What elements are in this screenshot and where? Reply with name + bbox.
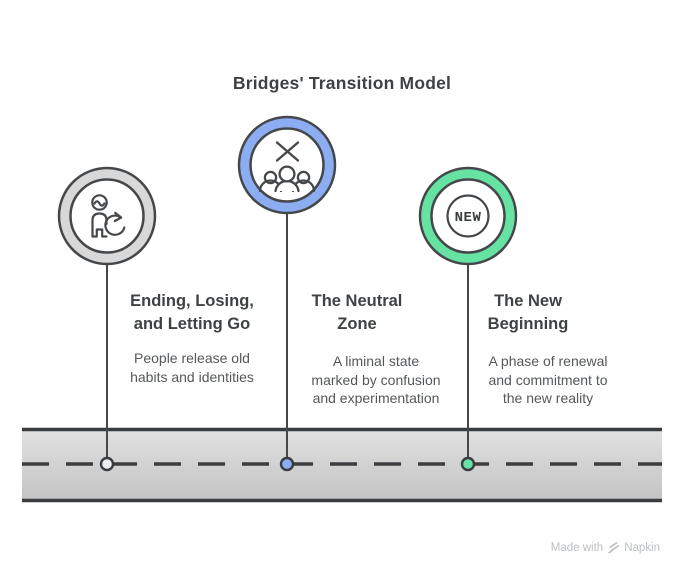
page-title: Bridges' Transition Model bbox=[232, 73, 452, 93]
stage-2-heading-line-1: The Neutral bbox=[311, 292, 403, 310]
stage-2-description: A liminal state marked by confusion and … bbox=[266, 352, 486, 408]
new-badge-label: NEW bbox=[455, 210, 482, 226]
stage-circle-neutral bbox=[237, 115, 337, 215]
confusion-group-icon bbox=[258, 141, 316, 193]
stage-3-description: A phase of renewal and commitment to the… bbox=[438, 352, 658, 408]
stage-3-description-line-3: the new reality bbox=[502, 390, 594, 406]
stage-3-description-line-1: A phase of renewal bbox=[488, 353, 608, 369]
stage-3-description-line-2: and commitment to bbox=[488, 371, 608, 388]
road-node-ending bbox=[99, 456, 115, 472]
stage-1-description: People release old habits and identities bbox=[82, 349, 302, 386]
stage-2-description-line-1: A liminal state bbox=[332, 353, 420, 369]
stage-2-heading: The Neutral Zone bbox=[247, 290, 467, 336]
napkin-logo-icon bbox=[608, 541, 620, 554]
stage-2-heading-line-2: Zone bbox=[337, 315, 377, 333]
new-badge-icon: NEW bbox=[446, 194, 490, 238]
stage-1-heading-line-1: Ending, Losing, bbox=[130, 292, 254, 310]
stage-2-description-line-3: and experimentation bbox=[312, 390, 440, 406]
stage-3-heading: The New Beginning bbox=[418, 290, 638, 336]
stage-1-description-line-2: habits and identities bbox=[130, 368, 254, 385]
stage-circle-new: NEW bbox=[418, 166, 518, 266]
watermark-prefix: Made with bbox=[550, 541, 604, 554]
stage-circle-ending bbox=[57, 166, 157, 266]
road-nodes bbox=[99, 456, 476, 472]
stage-3-heading-line-1: The New bbox=[494, 292, 562, 310]
stage-1-description-line-1: People release old bbox=[134, 350, 250, 366]
stage-1-heading-line-2: and Letting Go bbox=[133, 315, 251, 333]
road-node-new bbox=[460, 456, 476, 472]
stage-1-heading: Ending, Losing, and Letting Go bbox=[82, 290, 302, 336]
road bbox=[22, 427, 662, 503]
connector-stems bbox=[106, 213, 469, 458]
watermark: Made with Napkin bbox=[551, 541, 660, 554]
stage-3-heading-line-2: Beginning bbox=[487, 315, 569, 333]
watermark-brand: Napkin bbox=[624, 541, 660, 554]
road-node-neutral bbox=[279, 456, 295, 472]
stage-2-description-line-2: marked by confusion bbox=[311, 371, 441, 388]
ring-inner-white bbox=[69, 178, 145, 254]
person-refresh-icon bbox=[91, 194, 126, 238]
